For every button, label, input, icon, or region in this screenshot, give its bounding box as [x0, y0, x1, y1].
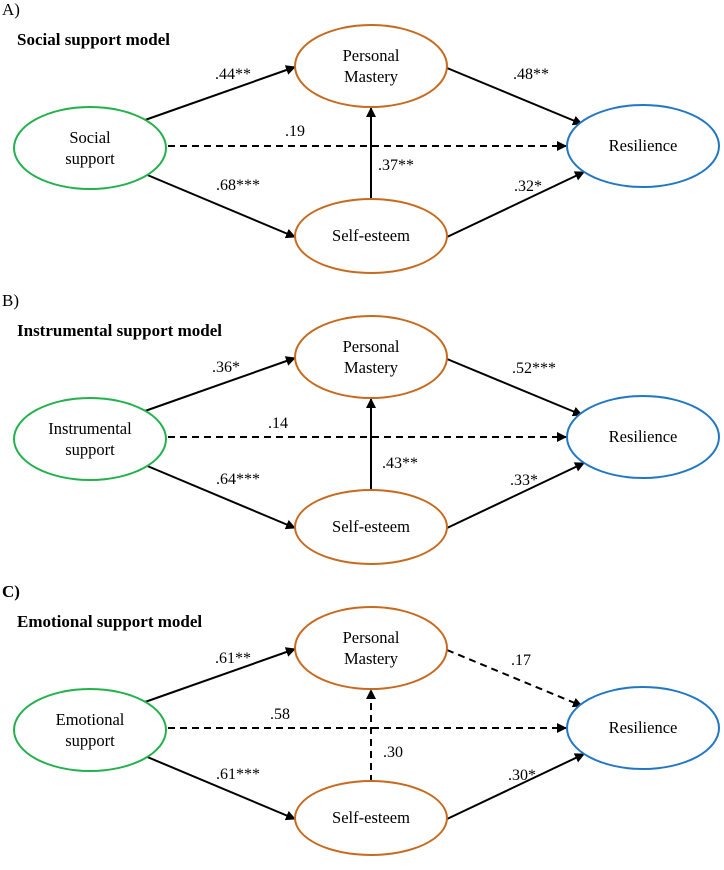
arrow-mastery-to-outcome — [446, 358, 583, 417]
panel-c-arrows — [144, 647, 585, 821]
panel-title: Emotional support model — [17, 612, 203, 631]
coef-predictor-to-esteem: .64*** — [216, 471, 260, 488]
self-esteem-node: Self-esteem — [294, 780, 448, 856]
self-esteem-node: Self-esteem — [294, 198, 448, 274]
arrow-predictor-to-mastery — [144, 647, 296, 703]
arrow-predictor-to-esteem — [144, 464, 296, 530]
arrow-esteem-to-outcome — [446, 753, 585, 820]
coef-esteem-to-mastery: .43** — [382, 455, 418, 472]
arrow-predictor-to-mastery — [144, 65, 296, 121]
coef-esteem-to-outcome: .32* — [514, 178, 542, 195]
resilience-node: Resilience — [566, 395, 720, 479]
panel-label: C) — [2, 582, 20, 601]
coef-mastery-to-outcome: .52*** — [512, 360, 556, 377]
coef-predictor-to-outcome: .14 — [268, 415, 288, 432]
coef-predictor-to-esteem: .68*** — [216, 177, 260, 194]
coef-predictor-to-esteem: .61*** — [216, 766, 260, 783]
coef-predictor-to-mastery: .36* — [212, 359, 240, 376]
resilience-node: Resilience — [566, 686, 720, 770]
arrow-predictor-to-esteem — [144, 173, 296, 239]
arrow-esteem-to-outcome — [446, 462, 585, 529]
coef-predictor-to-mastery: .61** — [215, 650, 251, 667]
coef-mastery-to-outcome: .48** — [513, 66, 549, 83]
arrow-mastery-to-outcome — [446, 67, 583, 126]
resilience-node: Resilience — [566, 104, 720, 188]
arrow-predictor-to-mastery — [144, 356, 296, 412]
panel-title: Social support model — [17, 30, 171, 49]
panel-b-arrows — [144, 356, 585, 530]
coef-predictor-to-outcome: .19 — [285, 123, 305, 140]
panel-label: B) — [2, 291, 19, 310]
coef-esteem-to-mastery: .37** — [378, 157, 414, 174]
coef-predictor-to-outcome: .58 — [270, 706, 290, 723]
coef-mastery-to-outcome: .17 — [511, 652, 531, 669]
self-esteem-node: Self-esteem — [294, 489, 448, 565]
coef-predictor-to-mastery: .44** — [215, 66, 251, 83]
panel-b: B) Instrumental support model Instrument… — [0, 291, 724, 579]
panel-title: Instrumental support model — [17, 321, 222, 340]
panel-label: A) — [2, 0, 20, 19]
coef-esteem-to-mastery: .30 — [383, 744, 403, 761]
coef-esteem-to-outcome: .30* — [508, 767, 536, 784]
panel-a-arrows — [144, 65, 585, 239]
arrow-esteem-to-outcome — [446, 171, 585, 238]
coef-esteem-to-outcome: .33* — [510, 472, 538, 489]
arrow-predictor-to-esteem — [144, 755, 296, 821]
arrow-mastery-to-outcome — [446, 649, 583, 708]
